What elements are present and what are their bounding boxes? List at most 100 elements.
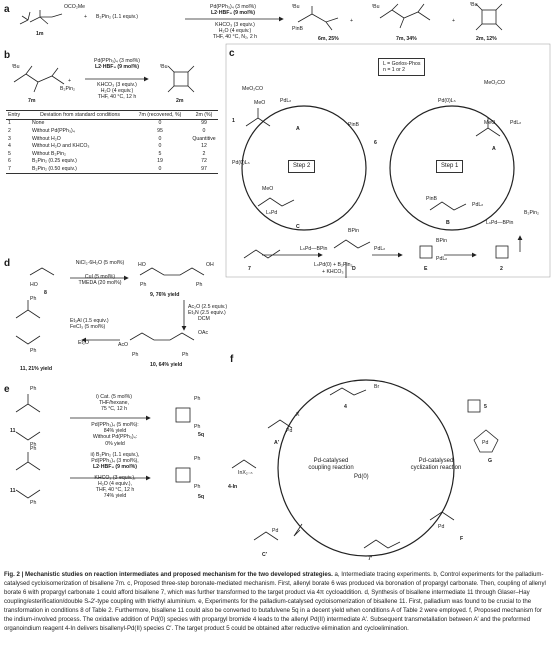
b-cell-recovered: 0 (158, 135, 162, 142)
b-cond-5: THF, 40 °C, 12 h (97, 94, 137, 101)
f-pd-F: Pd (438, 524, 445, 530)
a-sm-structure (29, 10, 63, 25)
b-cell-yield: 12 (201, 143, 207, 150)
c-label-A-left: A (296, 126, 300, 132)
a-cond-1: Pd(PPh₃)₄ (3 mol%) (209, 4, 257, 10)
d-struct-8 (29, 267, 55, 276)
e1-res-2: 84% yield (103, 428, 127, 435)
a-plus-2: + (350, 18, 354, 24)
e1-cond-2: THF/hexane, (99, 400, 129, 407)
b-th-entry: Entry (6, 110, 30, 120)
a-cond-5: THF, 40 °C, N₂, 2 h (212, 34, 258, 41)
c-struct-B (429, 201, 467, 211)
a-cond-2: L2·HBF₄ (9 mol%) (211, 10, 255, 17)
f-right-2: cyclization reaction (410, 465, 462, 471)
d-cond2-3: DCM (198, 316, 210, 323)
e1-res-3: Without Pd(PPh₃)₄: (92, 434, 138, 441)
e2-cond-7: 74% yield (103, 493, 127, 500)
a-6m-pin: PinB (292, 26, 303, 32)
c-lpdbpin-right: LₙPd—BPin (486, 220, 514, 226)
d-9-oh: OH (206, 262, 214, 268)
caption-title: Fig. 2 | Mechanistic studies on reaction… (4, 571, 333, 578)
panel-label-d: d (4, 258, 11, 269)
b-cell-recovered: 5 (158, 150, 162, 157)
f-label-G: G (488, 458, 493, 464)
b-control-table-wrap: Entry Deviation from standard conditions… (6, 110, 218, 174)
c-label-C: C (296, 224, 300, 230)
c-struct-2 (495, 245, 509, 259)
e1-cond-1: i) Cat. (5 mol%) (95, 394, 133, 400)
f-label-F: F (460, 536, 464, 542)
b-prod-2m (173, 71, 189, 87)
e2-cond: ii) B₂Pin₂ (1.1 equiv.), Pd(PPh₃)₄ (3 mo… (82, 452, 148, 499)
c-step2-box: Step 2 (288, 160, 316, 173)
b-cell-recovered: 19 (157, 158, 163, 165)
f-inx: InX₂₋ₙ (238, 470, 253, 476)
d-cond1-3: TMEDA (20 mol%) (78, 280, 122, 287)
d-11-ph-top: Ph (30, 296, 37, 302)
b-cell-recovered: 0 (158, 120, 162, 127)
b-cell-entry: 2 (8, 127, 11, 134)
panel-label-a: a (4, 4, 10, 15)
b-cell-entry: 3 (8, 135, 11, 142)
e2-cond-4: KHCO₃ (3 equiv.), (94, 474, 136, 481)
e2-cond-6: THF, 40 °C, 12 h (95, 487, 135, 494)
e2-ph-top: Ph (30, 446, 37, 452)
e2-label-11: 11 (10, 488, 16, 494)
b-boron: B₂Pin₂ (60, 86, 75, 92)
f-label-4: 4 (344, 404, 347, 410)
f-right-1: Pd-catalysed (418, 458, 454, 464)
d-cond2-2: Et₃N (2.5 equiv.) (188, 310, 226, 317)
d-cond3-1: Et₃Al (1.5 equiv.) (70, 318, 109, 324)
c-cycle-step1 (389, 105, 515, 231)
f-label-A: A′ (274, 440, 279, 446)
a-sm-label: 1m (36, 31, 44, 37)
c-struct-A-right (475, 118, 501, 137)
c-meo-A-right: MeO (484, 120, 496, 126)
c-label-D: D (352, 266, 356, 272)
a-boron: B₂Pin₂ (1.1 equiv.) (96, 14, 138, 20)
f-label-4In: 4-In (228, 484, 238, 490)
d-cond3-3: Et₂O (78, 340, 89, 347)
b-prod-label: 2m (176, 98, 184, 104)
b-cell-deviation: Without H₂O (32, 135, 61, 142)
d-10-aco: AcO (118, 342, 129, 348)
c-legend-L: L = Gorlos-Phos (383, 61, 421, 67)
e1-ph-bottom: Ph (30, 442, 37, 448)
b-cell-entry: 7 (6, 165, 30, 174)
c-pdln-A: PdLₙ (280, 98, 292, 104)
c-pd0-left: Pd(0)Lₙ (232, 160, 250, 166)
a-2m-label: 2m, 12% (476, 36, 497, 42)
f-pd-G: Pd (482, 440, 489, 446)
e1-struct-11 (15, 394, 41, 441)
f-struct-F (429, 511, 455, 521)
b-cell-entry: 1 (8, 120, 11, 127)
e2-struct-5q (175, 467, 191, 483)
b-cell-recovered: 0 (130, 165, 190, 174)
c-khco: + KHCO₃ (322, 269, 344, 275)
f-struct-4In (231, 459, 257, 469)
a-plus-3: + (452, 18, 456, 24)
e1-5q-ph-bottom: Ph (194, 424, 201, 430)
c-struct-D (333, 239, 371, 249)
a-cond-3: KHCO₃ (3 equiv.) (215, 22, 255, 28)
e1-ph-top: Ph (30, 386, 37, 392)
b-table-header-row: Entry Deviation from standard conditions… (6, 110, 218, 120)
c-sm-left: MeO₂CO (242, 86, 264, 92)
b-sm-structure (13, 65, 65, 93)
d-cond1-2: CuI (5 mol%) (84, 274, 116, 281)
e2-cond-2: Pd(PPh₃)₄ (3 mol%), (91, 458, 139, 465)
b-cell-yield: 0 (202, 127, 206, 134)
c-struct-A-left (245, 108, 271, 127)
f-label-7prime: 7′ (368, 556, 373, 562)
a-prod-6m (297, 6, 339, 31)
b-cell-deviation: Without Pd(PPh₃)₄ (32, 127, 75, 134)
e1-label-5q: 5q (198, 432, 205, 438)
panel-label-c: c (229, 48, 235, 59)
e2-label-5q: 5q (198, 494, 205, 500)
c-bpin-E: BPin (436, 238, 447, 244)
f-br: Br (374, 384, 380, 390)
